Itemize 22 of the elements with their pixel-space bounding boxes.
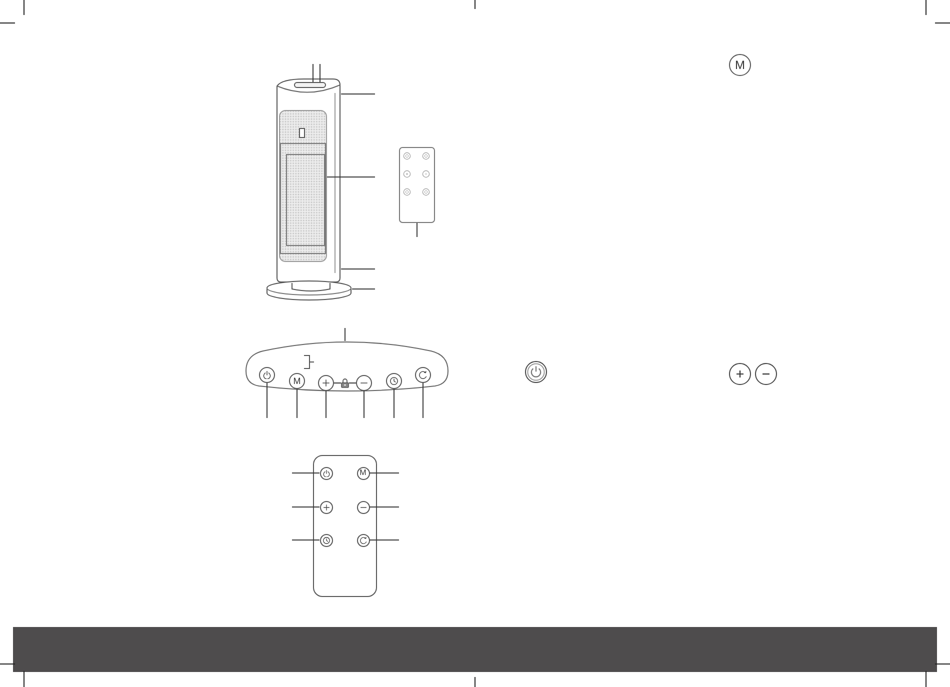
lock-icon: [341, 378, 349, 388]
connector-line: [334, 382, 342, 384]
leader-line: [352, 288, 376, 290]
leader-line: [369, 506, 400, 508]
leader-line: [296, 388, 298, 418]
leader-line: [369, 472, 400, 474]
connector-line: [348, 382, 356, 384]
top-opening: [294, 82, 326, 88]
leader-line: [340, 268, 376, 270]
leader-line: [266, 382, 268, 418]
remote-control: [313, 455, 377, 597]
remote-control: [399, 147, 435, 223]
leader-line: [422, 382, 424, 418]
leader-line: [416, 222, 418, 238]
leader-line: [292, 506, 320, 508]
front-grille: [279, 110, 327, 262]
leader-line: [292, 472, 320, 474]
control-panel: [245, 341, 449, 392]
leader-line: [326, 176, 376, 178]
leader-line: [344, 328, 346, 342]
mode-symbol: M: [729, 54, 751, 76]
leader-line: [312, 64, 314, 82]
